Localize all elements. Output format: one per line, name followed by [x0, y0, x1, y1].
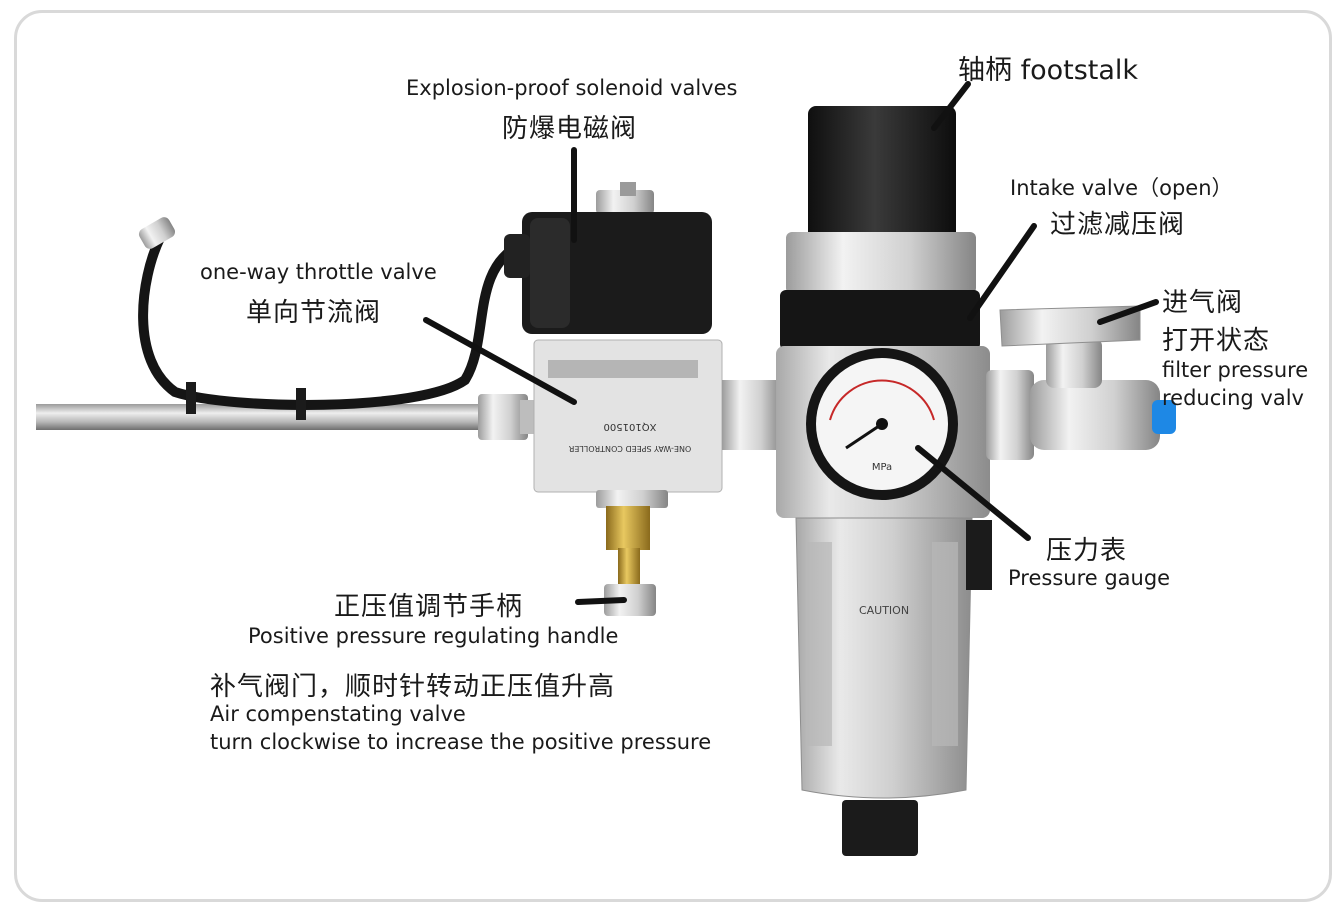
label-intake-en: Intake valve（open） [1010, 176, 1233, 200]
label-intake-cn: 过滤减压阀 [1050, 210, 1186, 240]
throttle-controller-block: XQ101500 ONE-WAY SPEED CONTROLLER [533, 339, 782, 493]
svg-text:ONE-WAY SPEED CONTROLLER: ONE-WAY SPEED CONTROLLER [568, 444, 691, 453]
label-throttle-cn: 单向节流阀 [246, 298, 382, 328]
label-air-cn: 补气阀门，顺时针转动正压值升高 [210, 672, 616, 702]
label-solenoid-cn: 防爆电磁阀 [502, 114, 638, 144]
inlet-ball-valve [986, 305, 1176, 460]
label-inlet-cn-1: 进气阀 [1162, 288, 1244, 318]
svg-text:XQ101500: XQ101500 [604, 421, 657, 432]
solenoid-cable [138, 217, 525, 420]
label-footstalk: 轴柄 footstalk [958, 48, 1138, 87]
label-gauge-cn: 压力表 [1046, 536, 1128, 566]
label-filter-en-1: filter pressure [1162, 358, 1309, 382]
pointer-lines [423, 81, 1159, 605]
pressure-gauge: MPa [806, 348, 958, 500]
regulating-handle [596, 490, 668, 616]
label-footstalk-en: footstalk [1020, 55, 1139, 86]
svg-text:MPa: MPa [872, 462, 892, 473]
rod-fitting [478, 394, 538, 440]
label-filter-en-2: reducing valv [1162, 386, 1304, 410]
label-inlet-cn-2: 打开状态 [1162, 326, 1271, 356]
solenoid-valve [504, 182, 712, 334]
label-solenoid-en: Explosion-proof solenoid valves [406, 76, 738, 100]
label-gauge-en: Pressure gauge [1008, 566, 1171, 590]
label-handle-en: Positive pressure regulating handle [248, 624, 619, 648]
label-air-en-2: turn clockwise to increase the positive … [210, 730, 712, 754]
label-handle-cn: 正压值调节手柄 [334, 592, 524, 622]
label-air-en-1: Air compenstating valve [210, 702, 466, 726]
svg-text:CAUTION: CAUTION [859, 604, 909, 617]
label-throttle-en: one-way throttle valve [200, 260, 437, 284]
label-footstalk-cn: 轴柄 [958, 55, 1012, 86]
